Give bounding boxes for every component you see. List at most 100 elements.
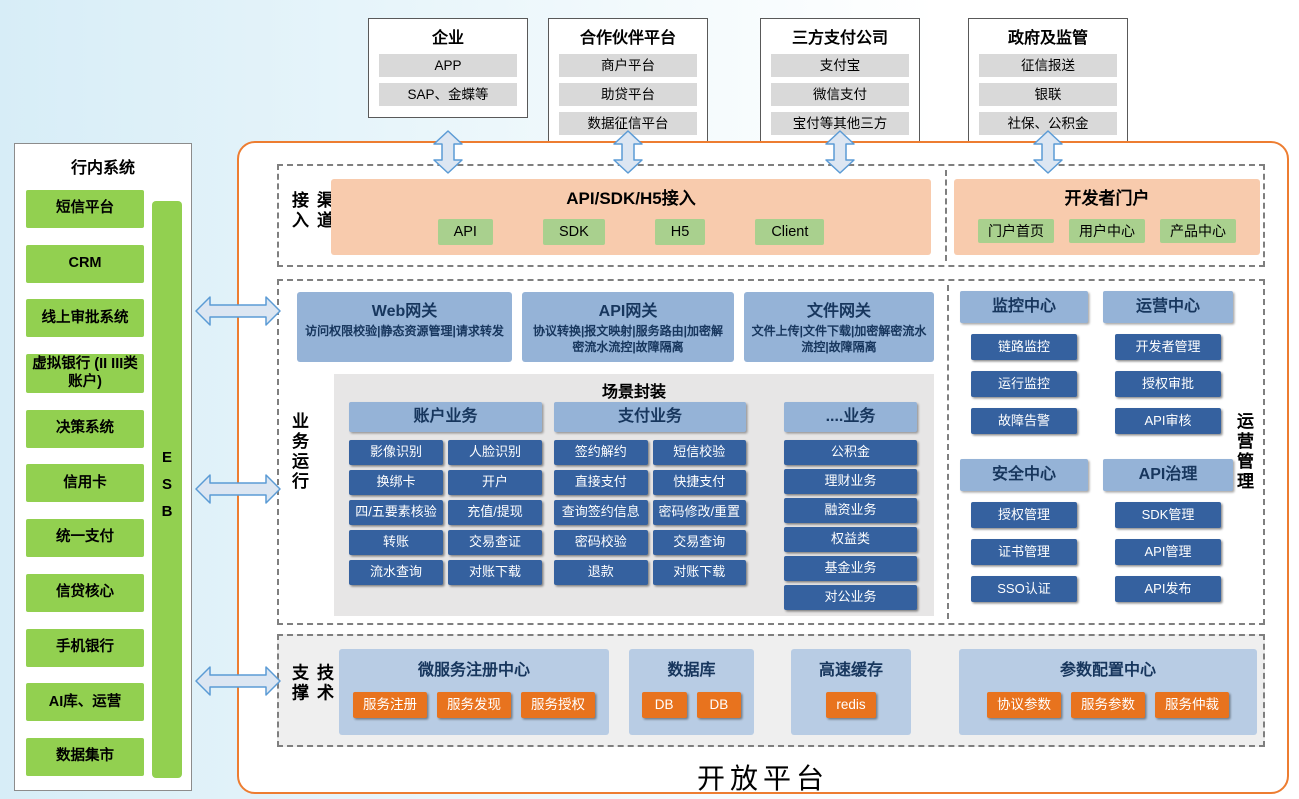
portal-chip-home: 门户首页: [978, 219, 1054, 243]
external-item: 社保、公积金: [979, 112, 1117, 135]
platform-title: 开放平台: [696, 763, 829, 794]
tech-chip: 服务发现: [437, 692, 511, 718]
security-center-block: 安全中心 授权管理 证书管理 SSO认证: [960, 459, 1088, 602]
tech-chip: DB: [641, 692, 687, 718]
cache-box: 高速缓存 redis: [791, 649, 911, 735]
internal-system-item: 数据集市: [26, 737, 144, 776]
external-item: 商户平台: [559, 54, 697, 77]
tech-chip: 服务注册: [353, 692, 427, 718]
center-chip: API管理: [1115, 539, 1221, 565]
scenario-title: 场景封装: [601, 384, 666, 401]
internal-system-item: AI库、运营: [26, 683, 144, 722]
center-chip: 授权管理: [971, 502, 1077, 528]
tech-chips: DB DB: [629, 692, 754, 718]
external-box-third-party-payment: 三方支付公司 支付宝 微信支付 宝付等其他三方: [760, 18, 920, 147]
internal-system-item: 信用卡: [26, 464, 144, 503]
gateway-description: 协议转换|报文映射|服务路由|加密解密流水流控|故障隔离: [532, 324, 724, 354]
service-chip: 签约解约: [554, 440, 648, 465]
double-arrow-horizontal-icon: [195, 474, 281, 504]
internal-system-item: 线上审批系统: [26, 299, 144, 338]
tech-box-title: 数据库: [667, 662, 716, 679]
external-item: 数据征信平台: [559, 112, 697, 135]
service-chip: 快捷支付: [652, 470, 746, 495]
tech-chip: redis: [826, 692, 876, 718]
service-chip: 融资业务: [784, 498, 917, 523]
service-chip: 转账: [349, 530, 443, 555]
tech-chip: 服务仲裁: [1155, 692, 1229, 718]
other-services-list: 公积金 理财业务 融资业务 权益类 基金业务 对公业务: [784, 440, 917, 610]
account-services-grid: 影像识别 人脸识别 换绑卡 开户 四/五要素核验 充值/提现 转账 交易查证 流…: [349, 440, 542, 585]
developer-portal-box: 开发者门户 门户首页 用户中心 产品中心: [954, 179, 1260, 255]
channel-chip-sdk: SDK: [542, 219, 605, 245]
internal-systems-list: 短信平台 CRM 线上审批系统 虚拟银行 (II III类账户) 决策系统 信用…: [26, 190, 144, 776]
api-access-title: API/SDK/H5接入: [566, 189, 696, 208]
payment-business-column: 支付业务 签约解约 短信校验 直接支付 快捷支付 查询签约信息 密码修改/重置 …: [554, 402, 746, 585]
api-gateway-box: API网关 协议转换|报文映射|服务路由|加密解密流水流控|故障隔离: [522, 292, 734, 362]
external-box-partner-platform: 合作伙伴平台 商户平台 助贷平台 数据征信平台: [548, 18, 708, 147]
gateway-title: API网关: [598, 303, 658, 320]
operation-center-block: 运营中心 开发者管理 授权审批 API审核: [1103, 291, 1233, 434]
portal-chip-user-center: 用户中心: [1069, 219, 1145, 243]
service-chip: 换绑卡: [349, 470, 443, 495]
center-chip: API发布: [1115, 576, 1221, 602]
column-header: ....业务: [784, 402, 917, 432]
external-item: APP: [379, 54, 517, 77]
channel-access-label: 渠道接入: [289, 190, 333, 231]
tech-chip: 服务授权: [521, 692, 595, 718]
service-chip: 权益类: [784, 527, 917, 552]
service-chip: 密码修改/重置: [652, 500, 746, 525]
center-chip: SSO认证: [971, 576, 1077, 602]
double-arrow-vertical-icon: [825, 130, 855, 174]
service-chip: 公积金: [784, 440, 917, 465]
gateway-description: 访问权限校验|静态资源管理|请求转发: [305, 324, 504, 338]
external-item: SAP、金蝶等: [379, 83, 517, 106]
internal-system-item: 短信平台: [26, 190, 144, 228]
portal-chip-product-center: 产品中心: [1160, 219, 1236, 243]
technical-support-section: 技术支撑 微服务注册中心 服务注册 服务发现 服务授权 数据库 DB DB 高速…: [277, 634, 1265, 747]
service-chip: 退款: [554, 560, 648, 585]
gateway-description: 文件上传|文件下载|加密解密流水流控|故障隔离: [751, 324, 927, 354]
external-item: 支付宝: [771, 54, 909, 77]
external-box-government-regulation: 政府及监管 征信报送 银联 社保、公积金: [968, 18, 1128, 147]
gateway-title: 文件网关: [806, 303, 871, 320]
center-chip: 运行监控: [971, 371, 1077, 397]
section-divider: [945, 170, 947, 261]
business-runtime-label: 业务运行: [289, 412, 308, 492]
monitoring-center-block: 监控中心 链路监控 运行监控 故障告警: [960, 291, 1088, 434]
center-chip: API审核: [1115, 408, 1221, 434]
esb-label: ESB: [158, 449, 176, 530]
external-item: 宝付等其他三方: [771, 112, 909, 135]
center-chip: 开发者管理: [1115, 334, 1221, 360]
tech-box-title: 参数配置中心: [1059, 662, 1156, 679]
file-gateway-box: 文件网关 文件上传|文件下载|加密解密流水流控|故障隔离: [744, 292, 934, 362]
business-runtime-section: 业务运行 Web网关 访问权限校验|静态资源管理|请求转发 API网关 协议转换…: [277, 279, 1265, 625]
external-box-title: 三方支付公司: [791, 30, 888, 47]
tech-chip: 协议参数: [987, 692, 1061, 718]
service-chip: 交易查证: [448, 530, 542, 555]
channel-access-section: 渠道接入 API/SDK/H5接入 API SDK H5 Client 开发者门…: [277, 164, 1265, 267]
service-chip: 对公业务: [784, 585, 917, 610]
service-chip: 影像识别: [349, 440, 443, 465]
service-chip: 短信校验: [652, 440, 746, 465]
internal-system-item: 虚拟银行 (II III类账户): [26, 354, 144, 393]
service-chip: 密码校验: [554, 530, 648, 555]
external-box-title: 企业: [431, 30, 464, 47]
gateway-title: Web网关: [371, 303, 438, 320]
internal-systems-title: 行内系统: [70, 160, 135, 177]
parameter-config-box: 参数配置中心 协议参数 服务参数 服务仲裁: [959, 649, 1257, 735]
tech-chip: 服务参数: [1071, 692, 1145, 718]
external-item: 助贷平台: [559, 83, 697, 106]
tech-box-title: 微服务注册中心: [417, 662, 530, 679]
developer-portal-chips: 门户首页 用户中心 产品中心: [954, 219, 1260, 243]
column-header: 支付业务: [554, 402, 746, 432]
account-business-column: 账户业务 影像识别 人脸识别 换绑卡 开户 四/五要素核验 充值/提现 转账 交…: [349, 402, 542, 585]
service-chip: 充值/提现: [448, 500, 542, 525]
tech-chip: DB: [696, 692, 742, 718]
internal-systems-panel: 行内系统 短信平台 CRM 线上审批系统 虚拟银行 (II III类账户) 决策…: [14, 143, 192, 791]
tech-chips: 协议参数 服务参数 服务仲裁: [959, 692, 1257, 718]
center-title: 运营中心: [1103, 291, 1233, 323]
tech-chips: 服务注册 服务发现 服务授权: [339, 692, 609, 718]
center-chip: 授权审批: [1115, 371, 1221, 397]
double-arrow-vertical-icon: [613, 130, 643, 174]
